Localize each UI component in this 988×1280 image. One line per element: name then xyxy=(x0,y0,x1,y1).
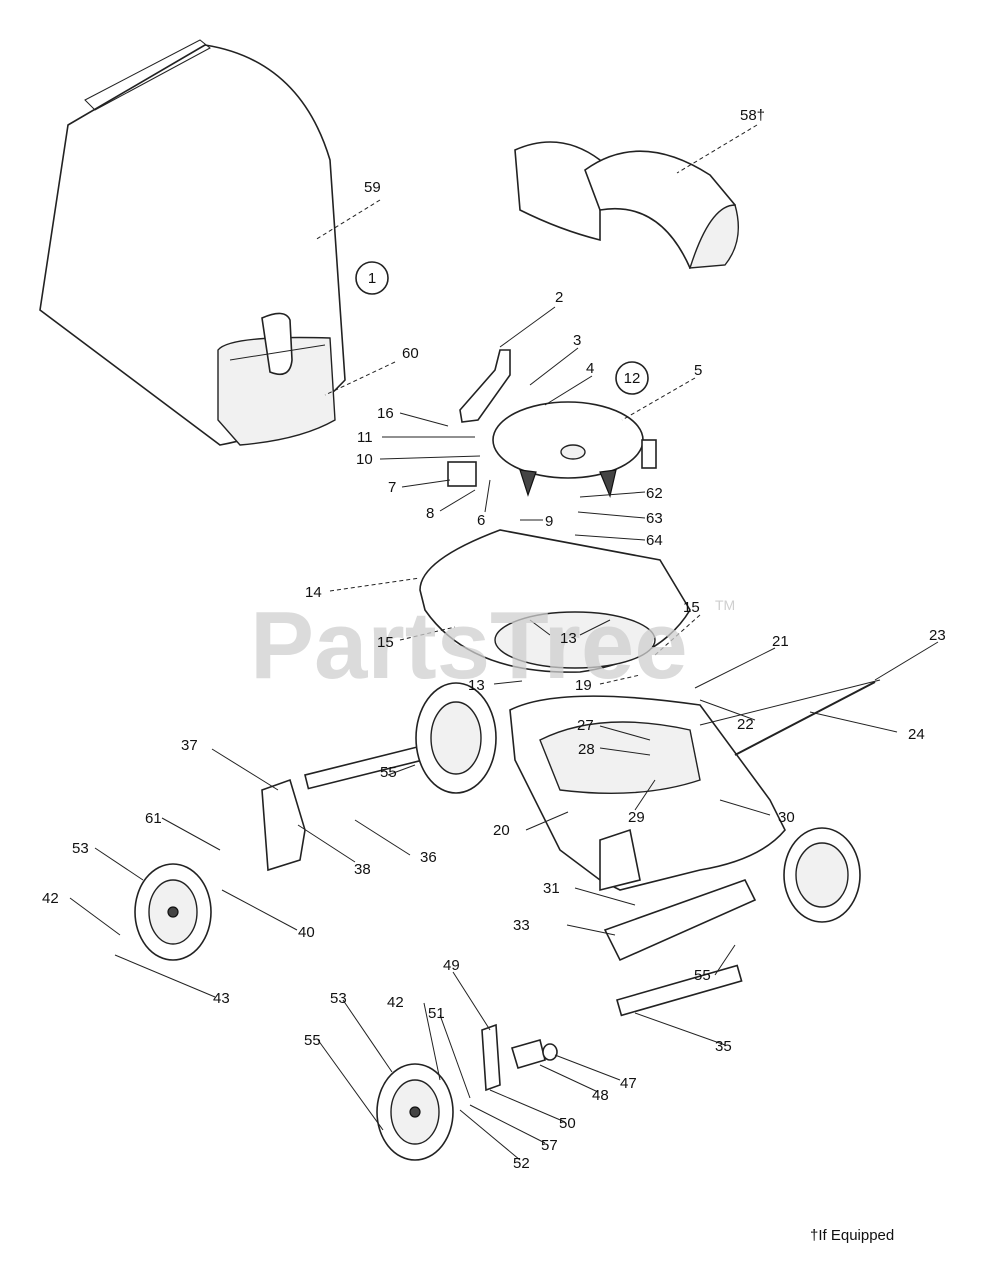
callout-13a: 13 xyxy=(560,630,577,647)
callout-59: 59 xyxy=(364,179,381,196)
callout-9: 9 xyxy=(545,513,553,530)
callout-47: 47 xyxy=(620,1075,637,1092)
callout-13b: 13 xyxy=(468,677,485,694)
callout-2: 2 xyxy=(555,289,563,306)
callout-15a: 15 xyxy=(377,634,394,651)
nozzle xyxy=(603,879,757,962)
callout-labels: 2 3 4 5 6 7 8 9 10 11 13 13 14 15 15 16 … xyxy=(42,107,946,1172)
callout-37: 37 xyxy=(181,737,198,754)
callout-53b: 53 xyxy=(330,990,347,1007)
callout-42a: 42 xyxy=(42,890,59,907)
callout-64: 64 xyxy=(646,532,663,549)
ref-circle-1 xyxy=(355,261,389,295)
front-wheel xyxy=(376,1063,454,1161)
callout-51: 51 xyxy=(428,1005,445,1022)
callout-29: 29 xyxy=(628,809,645,826)
callout-8: 8 xyxy=(426,505,434,522)
callout-21: 21 xyxy=(772,633,789,650)
callout-53a: 53 xyxy=(72,840,89,857)
callout-4: 4 xyxy=(586,360,594,377)
callout-38: 38 xyxy=(354,861,371,878)
watermark: PartsTree xyxy=(250,592,688,699)
callout-55b: 55 xyxy=(694,967,711,984)
impeller-plate xyxy=(447,401,657,498)
lower-deck xyxy=(509,679,881,892)
callout-49: 49 xyxy=(443,957,460,974)
callout-14: 14 xyxy=(305,584,322,601)
front-axle xyxy=(616,964,743,1017)
callout-55a: 55 xyxy=(380,764,397,781)
callout-5: 5 xyxy=(694,362,702,379)
right-wheel xyxy=(783,827,861,923)
watermark-tm: TM xyxy=(715,597,735,613)
height-plate xyxy=(511,1039,546,1069)
callout-27: 27 xyxy=(577,717,594,734)
footnote: †If Equipped xyxy=(810,1227,894,1244)
callout-58: 58† xyxy=(740,107,765,124)
callout-61: 61 xyxy=(145,810,162,827)
callout-30: 30 xyxy=(778,809,795,826)
callout-40: 40 xyxy=(298,924,315,941)
washer-47 xyxy=(542,1043,558,1061)
upper-housing xyxy=(419,529,691,673)
callout-57: 57 xyxy=(541,1137,558,1154)
callout-28: 28 xyxy=(578,741,595,758)
callout-20: 20 xyxy=(493,822,510,839)
callout-16: 16 xyxy=(377,405,394,422)
handle-rod xyxy=(734,681,876,756)
callout-19: 19 xyxy=(575,677,592,694)
callout-48: 48 xyxy=(592,1087,609,1104)
callout-50: 50 xyxy=(559,1115,576,1132)
ref-label-1: 1 xyxy=(368,270,376,287)
collection-bag xyxy=(39,39,346,446)
rear-axle-assembly xyxy=(261,682,497,872)
callout-62: 62 xyxy=(646,485,663,502)
callout-42b: 42 xyxy=(387,994,404,1011)
callout-3: 3 xyxy=(573,332,581,349)
discharge-chute xyxy=(514,141,740,269)
ref-label-12: 12 xyxy=(624,370,641,387)
ref-circle-12 xyxy=(615,361,649,395)
rear-wheel xyxy=(134,863,212,961)
callout-22: 22 xyxy=(737,716,754,733)
leader-lines xyxy=(69,124,939,1161)
callout-43: 43 xyxy=(213,990,230,1007)
callout-24: 24 xyxy=(908,726,925,743)
mounting-bracket xyxy=(459,349,511,423)
callout-31: 31 xyxy=(543,880,560,897)
callout-35: 35 xyxy=(715,1038,732,1055)
callout-60: 60 xyxy=(402,345,419,362)
height-bracket xyxy=(481,1023,501,1092)
callout-52: 52 xyxy=(513,1155,530,1172)
callout-7: 7 xyxy=(388,479,396,496)
callout-55c: 55 xyxy=(304,1032,321,1049)
callout-36: 36 xyxy=(420,849,437,866)
callout-11: 11 xyxy=(357,429,373,446)
callout-10: 10 xyxy=(356,451,373,468)
callout-6: 6 xyxy=(477,512,485,529)
callout-23: 23 xyxy=(929,627,946,644)
callout-63: 63 xyxy=(646,510,663,527)
callout-33: 33 xyxy=(513,917,530,934)
callout-15b: 15 xyxy=(683,599,700,616)
